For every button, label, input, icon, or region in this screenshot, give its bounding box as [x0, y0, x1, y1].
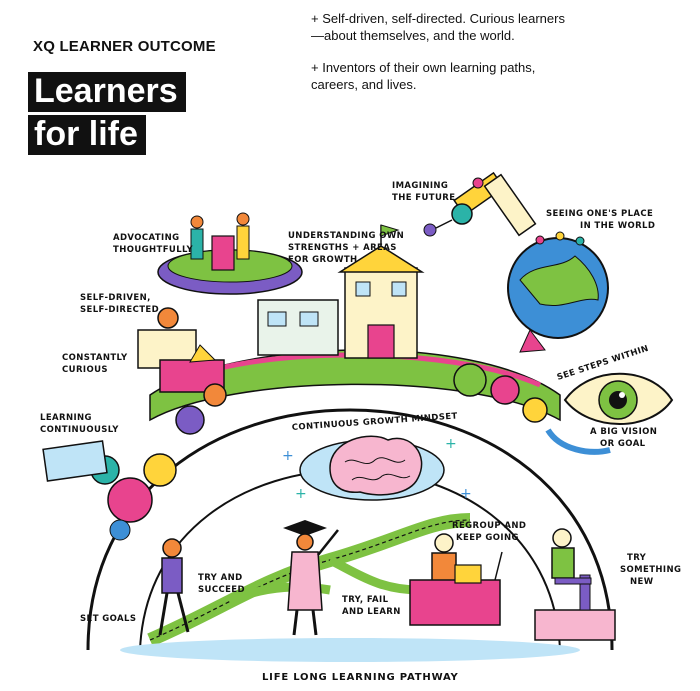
- walking-student: [158, 538, 190, 636]
- label-curious-1: Constantly: [62, 353, 128, 363]
- label-pathway: Life long learning pathway: [262, 672, 459, 683]
- title-line-2: for life: [28, 115, 146, 155]
- label-vision-1: a big vision: [590, 427, 657, 437]
- flower-cluster: [42, 363, 548, 541]
- svg-text:+: +: [295, 486, 307, 502]
- label-regroup-2: keep going: [456, 533, 519, 543]
- label-learning-1: Learning: [40, 413, 92, 423]
- desk-worker: [409, 533, 503, 626]
- svg-text:+: +: [460, 486, 472, 502]
- label-strengths-3: for growth: [288, 255, 358, 265]
- label-selfdriven-1: Self-driven,: [80, 293, 151, 303]
- label-try-succeed-2: succeed: [198, 585, 245, 595]
- label-try-new-3: new: [630, 577, 654, 587]
- outcome-bullets: + Self-driven, self-directed. Curious le…: [311, 10, 571, 108]
- brain-mindset: + + + +: [282, 435, 472, 502]
- graduate-figure: [283, 520, 339, 636]
- label-try-new-1: Try: [627, 553, 647, 563]
- label-learning-2: continuously: [40, 425, 119, 435]
- globe: [507, 231, 609, 353]
- label-strengths-2: strengths + areas: [288, 243, 397, 253]
- eyebrow-label: XQ LEARNER OUTCOME: [33, 38, 216, 55]
- label-mindset: Continuous growth mindset: [292, 411, 459, 433]
- satellite-astronaut: [423, 171, 537, 237]
- school-building: [257, 224, 425, 359]
- label-curious-2: curious: [62, 365, 108, 375]
- label-advocating-1: Advocating: [113, 233, 180, 243]
- label-imagining-2: the future: [392, 193, 455, 203]
- pathway-roads: [120, 513, 580, 662]
- vision-eye: [545, 372, 674, 455]
- page-title: Learners for life: [28, 72, 186, 158]
- label-seeing-2: in the world: [580, 221, 655, 231]
- svg-text:+: +: [445, 436, 457, 452]
- label-vision-2: or goal: [600, 439, 646, 449]
- label-try-succeed-1: Try and: [198, 573, 243, 583]
- label-try-new-2: something: [620, 565, 681, 575]
- label-try-fail-1: Try, fail: [342, 595, 389, 605]
- reading-chair-figure: [534, 528, 616, 641]
- bullet-item: + Inventors of their own learning paths,…: [311, 60, 536, 92]
- bullet-item: + Self-driven, self-directed. Curious le…: [311, 11, 565, 43]
- label-try-fail-2: and learn: [342, 607, 401, 617]
- label-set-goals: Set goals: [80, 614, 136, 624]
- advocating-podium: [157, 212, 303, 295]
- label-regroup-1: Regroup and: [452, 521, 526, 531]
- label-advocating-2: thoughtfully: [113, 245, 194, 255]
- label-imagining-1: Imagining: [392, 181, 448, 191]
- label-strengths-1: Understanding own: [288, 231, 404, 241]
- title-line-1: Learners: [28, 72, 186, 112]
- label-selfdriven-2: self-directed: [80, 305, 159, 315]
- svg-text:+: +: [282, 448, 294, 464]
- label-seeing-1: Seeing one's place: [546, 209, 653, 219]
- reading-student: [137, 307, 225, 393]
